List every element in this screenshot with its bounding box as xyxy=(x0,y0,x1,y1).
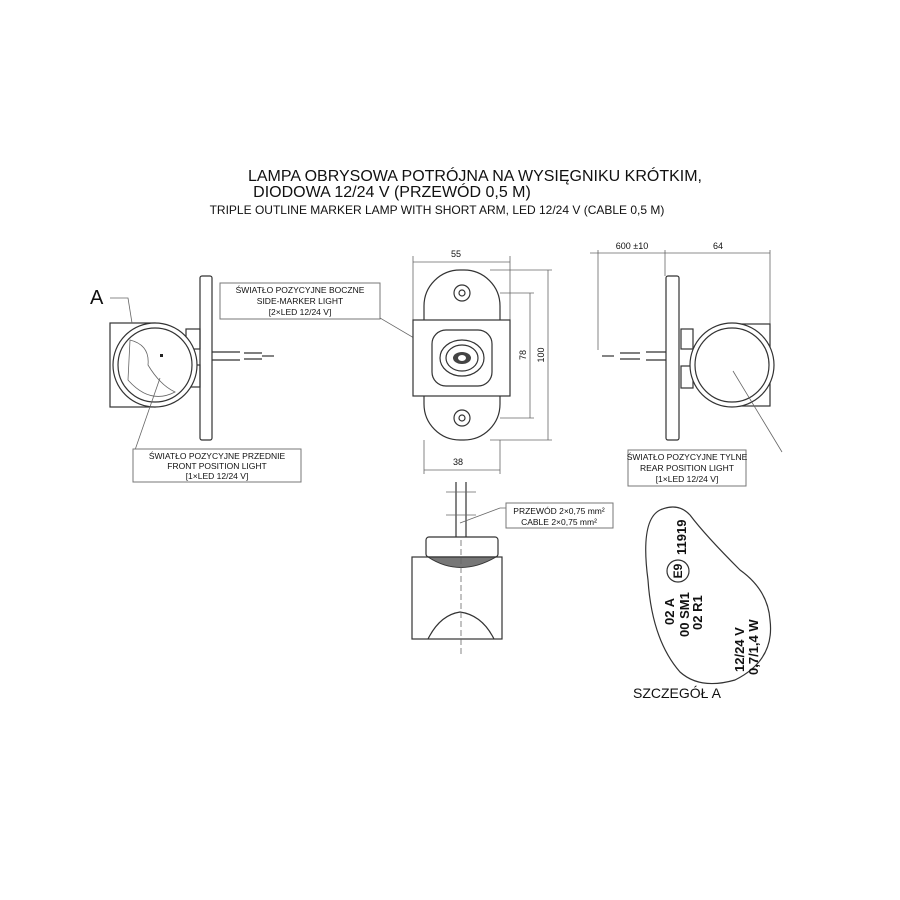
detail-a: 11919 E9 02 A 00 SM1 02 R1 12/24 V 0,7/1… xyxy=(633,506,772,701)
detail-a-caption: SZCZEGÓŁ A xyxy=(633,685,722,701)
title-line-1: LAMPA OBRYSOWA POTRÓJNA NA WYSIĘGNIKU KR… xyxy=(248,166,702,185)
svg-text:12/24 V: 12/24 V xyxy=(732,627,747,672)
svg-text:0,7/1,4 W: 0,7/1,4 W xyxy=(746,619,761,675)
svg-text:ŚWIATŁO POZYCYJNE BOCZNE: ŚWIATŁO POZYCYJNE BOCZNE xyxy=(236,284,365,295)
svg-text:[2×LED 12/24 V]: [2×LED 12/24 V] xyxy=(269,307,332,317)
svg-text:FRONT POSITION LIGHT: FRONT POSITION LIGHT xyxy=(167,461,267,471)
svg-text:02 R1: 02 R1 xyxy=(690,595,705,630)
svg-text:ŚWIATŁO POZYCYJNE TYLNE: ŚWIATŁO POZYCYJNE TYLNE xyxy=(627,451,748,462)
rear-position-label: ŚWIATŁO POZYCYJNE TYLNE REAR POSITION LI… xyxy=(627,449,748,487)
svg-text:[1×LED 12/24 V]: [1×LED 12/24 V] xyxy=(656,474,719,484)
title-line-3: TRIPLE OUTLINE MARKER LAMP WITH SHORT AR… xyxy=(210,203,665,217)
dim-cable-length: 600 ±10 xyxy=(616,241,648,251)
detail-marker-a: A xyxy=(90,287,104,309)
dim-55: 55 xyxy=(451,249,461,259)
svg-text:00 SM1: 00 SM1 xyxy=(677,592,692,637)
bottom-view xyxy=(411,482,503,655)
svg-text:[1×LED 12/24 V]: [1×LED 12/24 V] xyxy=(186,471,249,481)
svg-text:SIDE-MARKER LIGHT: SIDE-MARKER LIGHT xyxy=(257,296,343,306)
svg-text:02 A: 02 A xyxy=(662,597,677,625)
svg-text:CABLE 2×0,75 mm²: CABLE 2×0,75 mm² xyxy=(521,517,597,527)
dim-100: 100 xyxy=(536,347,546,362)
approval-number: 11919 xyxy=(674,520,689,555)
svg-text:PRZEWÓD 2×0,75 mm²: PRZEWÓD 2×0,75 mm² xyxy=(513,506,605,516)
dim-78: 78 xyxy=(518,350,528,360)
left-side-view: A xyxy=(90,275,274,441)
cable-label: PRZEWÓD 2×0,75 mm² CABLE 2×0,75 mm² xyxy=(459,502,614,529)
title-line-2: DIODOWA 12/24 V (PRZEWÓD 0,5 M) xyxy=(253,182,531,201)
svg-text:REAR POSITION LIGHT: REAR POSITION LIGHT xyxy=(640,463,734,473)
dim-38: 38 xyxy=(453,457,463,467)
right-side-view: 600 ±10 64 xyxy=(590,241,783,453)
approval-mark: E9 xyxy=(671,563,685,578)
dim-arm-length: 64 xyxy=(713,241,723,251)
front-view: 55 78 100 38 xyxy=(412,249,552,474)
front-position-label: ŚWIATŁO POZYCYJNE PRZEDNIE FRONT POSITIO… xyxy=(132,377,302,483)
svg-text:ŚWIATŁO POZYCYJNE PRZEDNIE: ŚWIATŁO POZYCYJNE PRZEDNIE xyxy=(149,450,286,461)
